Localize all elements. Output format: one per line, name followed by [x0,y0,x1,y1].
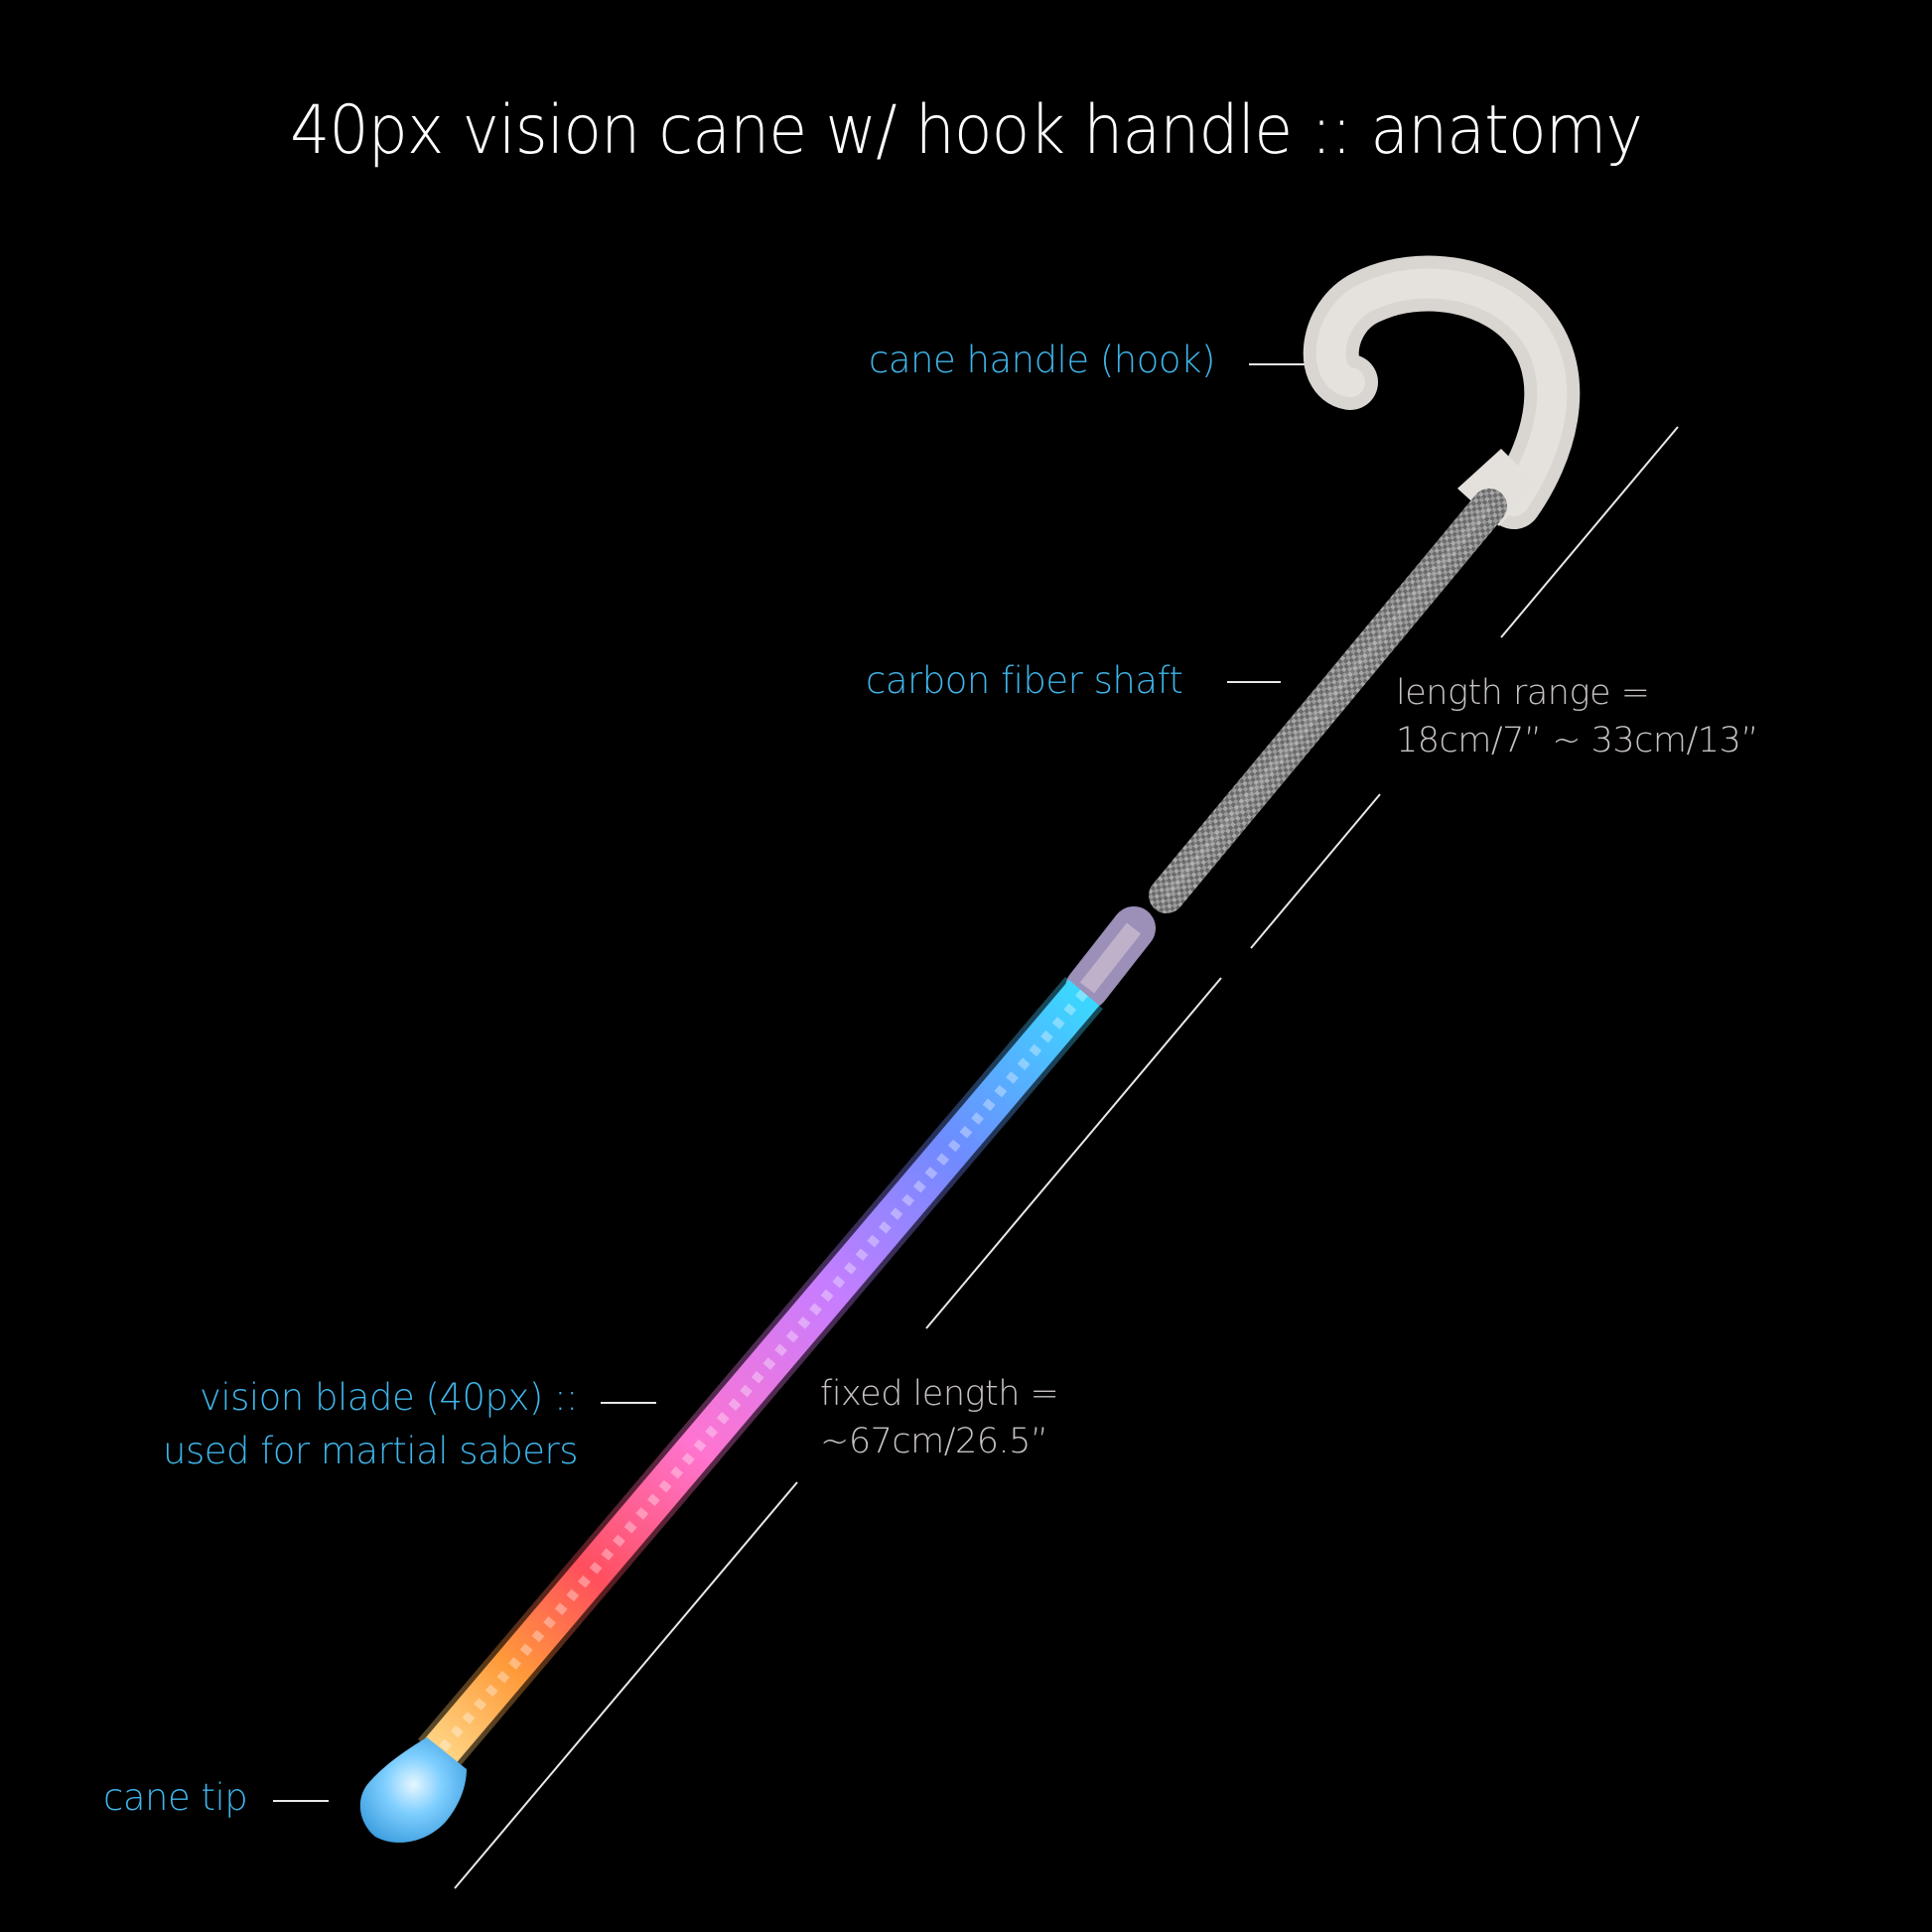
vision-blade [417,976,1104,1772]
blade-dimension-line [454,977,1222,1889]
shaft-length-note-line2: 18cm/7” ~ 33cm/13” [1396,721,1758,760]
label-cane-tip: cane tip [103,1776,248,1819]
label-cane-handle: cane handle (hook) [869,339,1215,381]
leader-carbon-shaft [1227,681,1281,683]
leader-cane-tip [273,1800,329,1802]
blade-connector [1065,906,1156,1010]
page-title: 40px vision cane w/ hook handle :: anato… [290,91,1643,170]
cane-tip [359,1737,467,1843]
hook-handle [1303,255,1581,529]
blade-length-note-line1: fixed length = [820,1374,1059,1414]
leader-cane-handle [1249,363,1305,365]
shaft-dimension-line [1250,426,1679,949]
leader-vision-blade [601,1402,656,1404]
label-vision-blade-line2: used for martial sabers [163,1430,579,1472]
label-vision-blade-line1: vision blade (40px) :: [199,1376,579,1419]
blade-length-note-line2: ~67cm/26.5” [820,1422,1048,1461]
carbon-fiber-shaft [1149,488,1507,913]
shaft-length-note-line1: length range = [1396,673,1650,713]
label-carbon-shaft: carbon fiber shaft [866,659,1183,702]
